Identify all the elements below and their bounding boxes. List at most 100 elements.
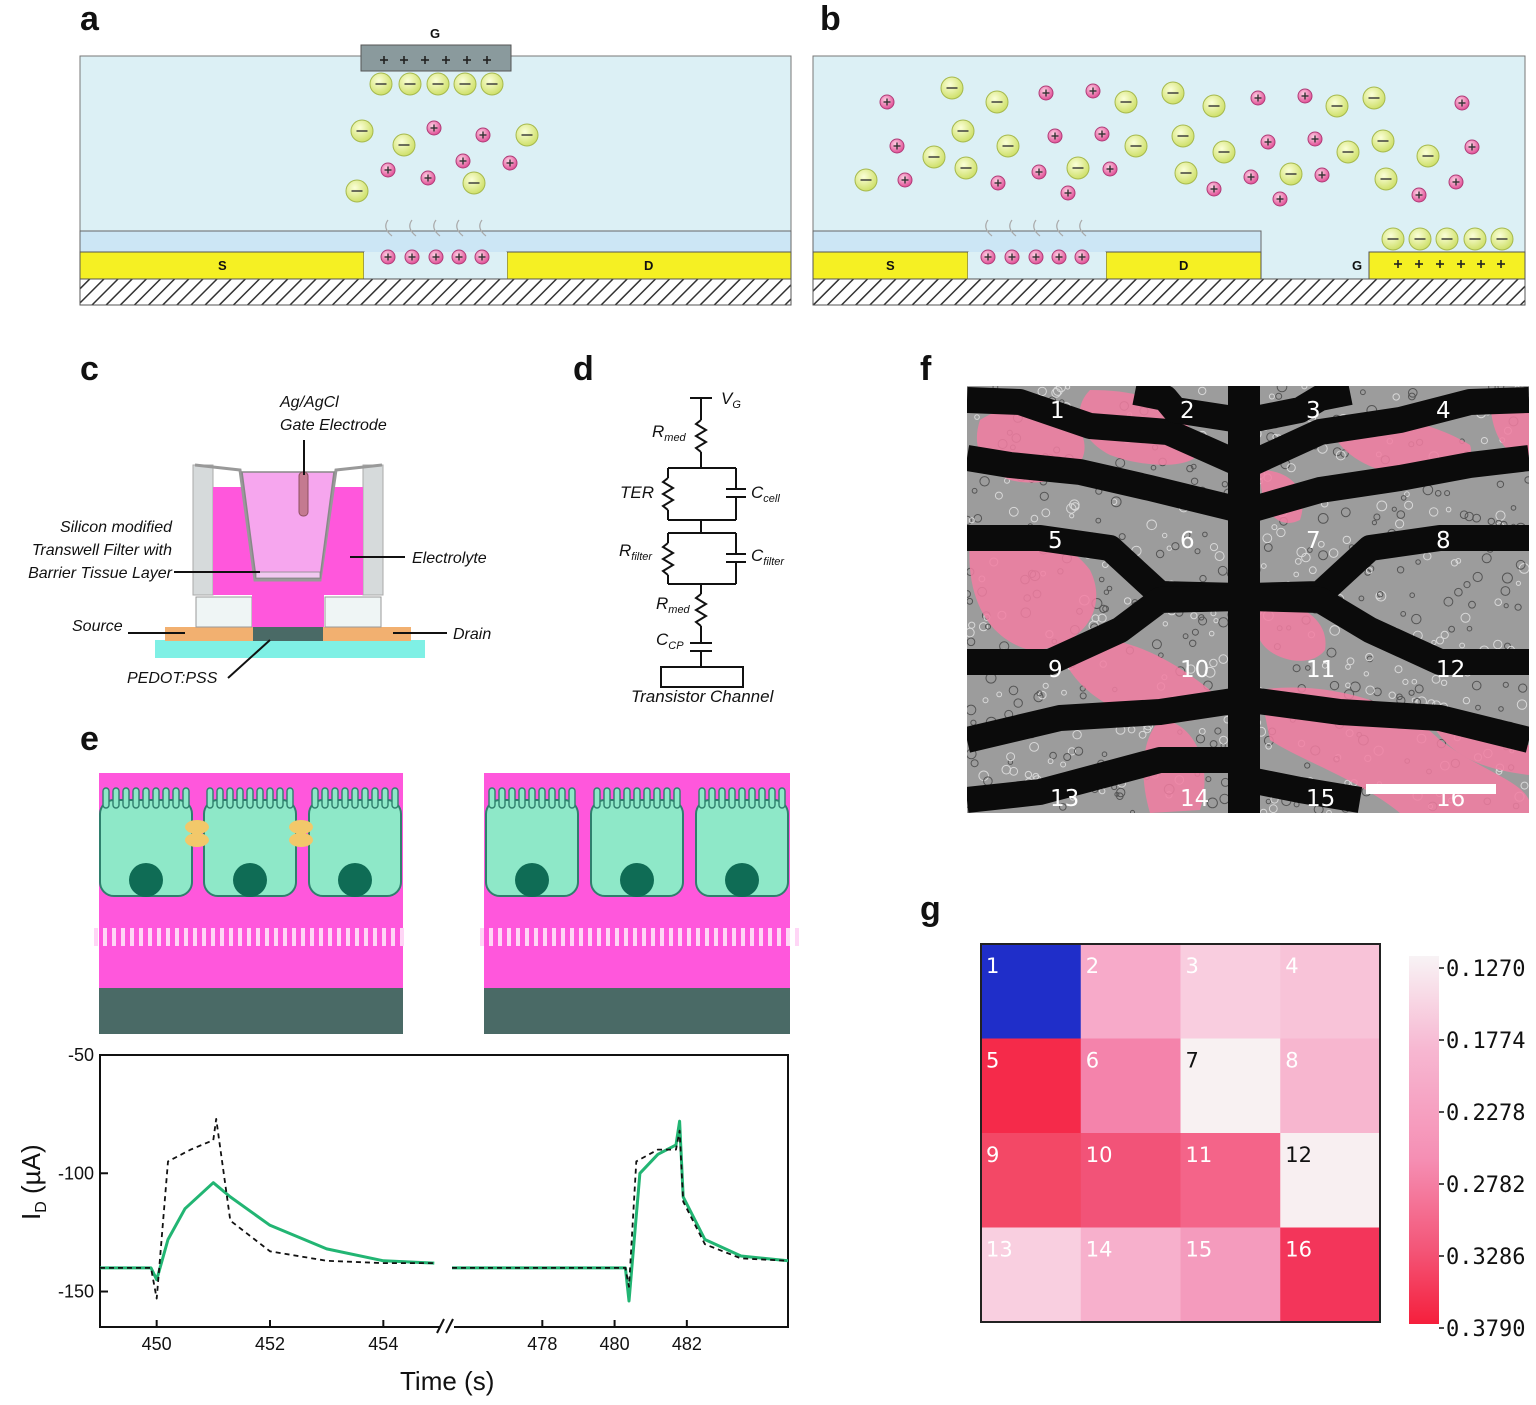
- anion: [940, 76, 964, 100]
- heatmap-cell: [981, 1227, 1082, 1323]
- channel-number: 11: [1306, 657, 1335, 683]
- cation: [380, 162, 396, 178]
- ion-path: [985, 219, 993, 237]
- anion: [1336, 140, 1360, 164]
- filter-label-line2: Transwell Filter with: [32, 542, 172, 559]
- heatmap-cell: [1180, 1133, 1281, 1228]
- central-bus: [1228, 386, 1260, 813]
- cation: [451, 249, 467, 265]
- barrier-tissue: [255, 571, 321, 579]
- cation: [1085, 83, 1101, 99]
- plus-charge: [400, 56, 408, 64]
- anion: [951, 119, 975, 143]
- channel-number: 1: [1050, 398, 1065, 424]
- ion-path: [409, 219, 417, 237]
- cell-label: 1: [986, 954, 999, 978]
- anion: [1279, 162, 1303, 186]
- plus-charge: [1497, 260, 1505, 268]
- drain-electrode: [506, 251, 792, 280]
- colorbar-tick-label: 0.3790: [1446, 1317, 1525, 1342]
- anion: [426, 72, 450, 96]
- source-label: S: [886, 258, 895, 273]
- well-wall-right: [362, 464, 384, 596]
- plus-charge: [1415, 260, 1423, 268]
- ion-path: [1056, 219, 1064, 237]
- y-tick-label: -150: [58, 1282, 94, 1302]
- plus-charge: [1436, 260, 1444, 268]
- series-dashed: [452, 1129, 789, 1288]
- heatmap-cell: [1080, 944, 1181, 1039]
- channel-number: 9: [1048, 657, 1063, 683]
- cell-label: 9: [986, 1143, 999, 1167]
- cell-label: 5: [986, 1049, 999, 1073]
- transwell-insert: [241, 471, 335, 579]
- channel-number: 12: [1436, 657, 1465, 683]
- ions-a: [345, 72, 539, 265]
- anion: [1171, 124, 1195, 148]
- cation: [1411, 187, 1427, 203]
- panel-d-circuit: [660, 397, 746, 688]
- substrate: [79, 278, 792, 306]
- heatmap-cell: [1080, 1038, 1181, 1134]
- cation: [1094, 126, 1110, 142]
- panel-label-e: e: [80, 720, 99, 758]
- cation: [990, 175, 1006, 191]
- channel-number: 3: [1306, 398, 1321, 424]
- cell-label: 7: [1186, 1049, 1199, 1073]
- colorbar-tick-label: 0.1774: [1446, 1029, 1525, 1054]
- series-solid: [452, 1119, 789, 1303]
- x-tick-label: 450: [142, 1334, 172, 1354]
- channel-number: 2: [1180, 398, 1195, 424]
- cation: [1047, 128, 1063, 144]
- cell-label: 14: [1086, 1238, 1113, 1262]
- anion: [1114, 90, 1138, 114]
- heatmap-cell: [1180, 1227, 1281, 1323]
- scale-bar: [1366, 784, 1496, 794]
- spacer-right: [324, 596, 382, 628]
- anion: [1325, 94, 1349, 118]
- ion-path: [433, 219, 441, 237]
- cation: [428, 249, 444, 265]
- colorbar-tick-label: 0.1270: [1446, 957, 1525, 982]
- cation: [889, 138, 905, 154]
- x-tick-label: 452: [255, 1334, 285, 1354]
- tight-junction: [185, 820, 209, 834]
- drain-electrode: [1105, 251, 1262, 280]
- cation: [455, 153, 471, 169]
- ion-path: [1033, 219, 1041, 237]
- cell-label: 16: [1285, 1238, 1312, 1262]
- tight-junction: [289, 820, 313, 834]
- source-contact: [165, 627, 253, 641]
- panel-a-device: G S D: [79, 26, 792, 306]
- channel-number: 16: [1436, 786, 1465, 812]
- channel-number: 8: [1436, 528, 1451, 554]
- cell-label: 13: [986, 1238, 1013, 1262]
- source-label: Source: [72, 618, 123, 635]
- anion: [922, 145, 946, 169]
- anion: [1161, 81, 1185, 105]
- anion: [1066, 156, 1090, 180]
- heatmap-cell: [1280, 944, 1381, 1039]
- panel-label-c: c: [80, 350, 99, 388]
- cation: [1454, 95, 1470, 111]
- anion: [854, 168, 878, 192]
- cation: [474, 249, 490, 265]
- gate-label: G: [430, 26, 440, 41]
- anion: [398, 72, 422, 96]
- curves: [100, 1118, 789, 1303]
- cation: [1314, 167, 1330, 183]
- heatmap-cell: [1280, 1227, 1381, 1323]
- channel-number: 6: [1180, 528, 1195, 554]
- plot-frame: [99, 1054, 789, 1328]
- cation: [1260, 134, 1276, 150]
- cation: [897, 172, 913, 188]
- cation: [475, 127, 491, 143]
- insert-rim: [194, 463, 383, 582]
- heatmap-cell: [1180, 1038, 1281, 1134]
- anion: [1416, 144, 1440, 168]
- cation: [502, 155, 518, 171]
- plus-charge: [1477, 260, 1485, 268]
- channel-number: 10: [1180, 657, 1209, 683]
- anion: [462, 171, 486, 195]
